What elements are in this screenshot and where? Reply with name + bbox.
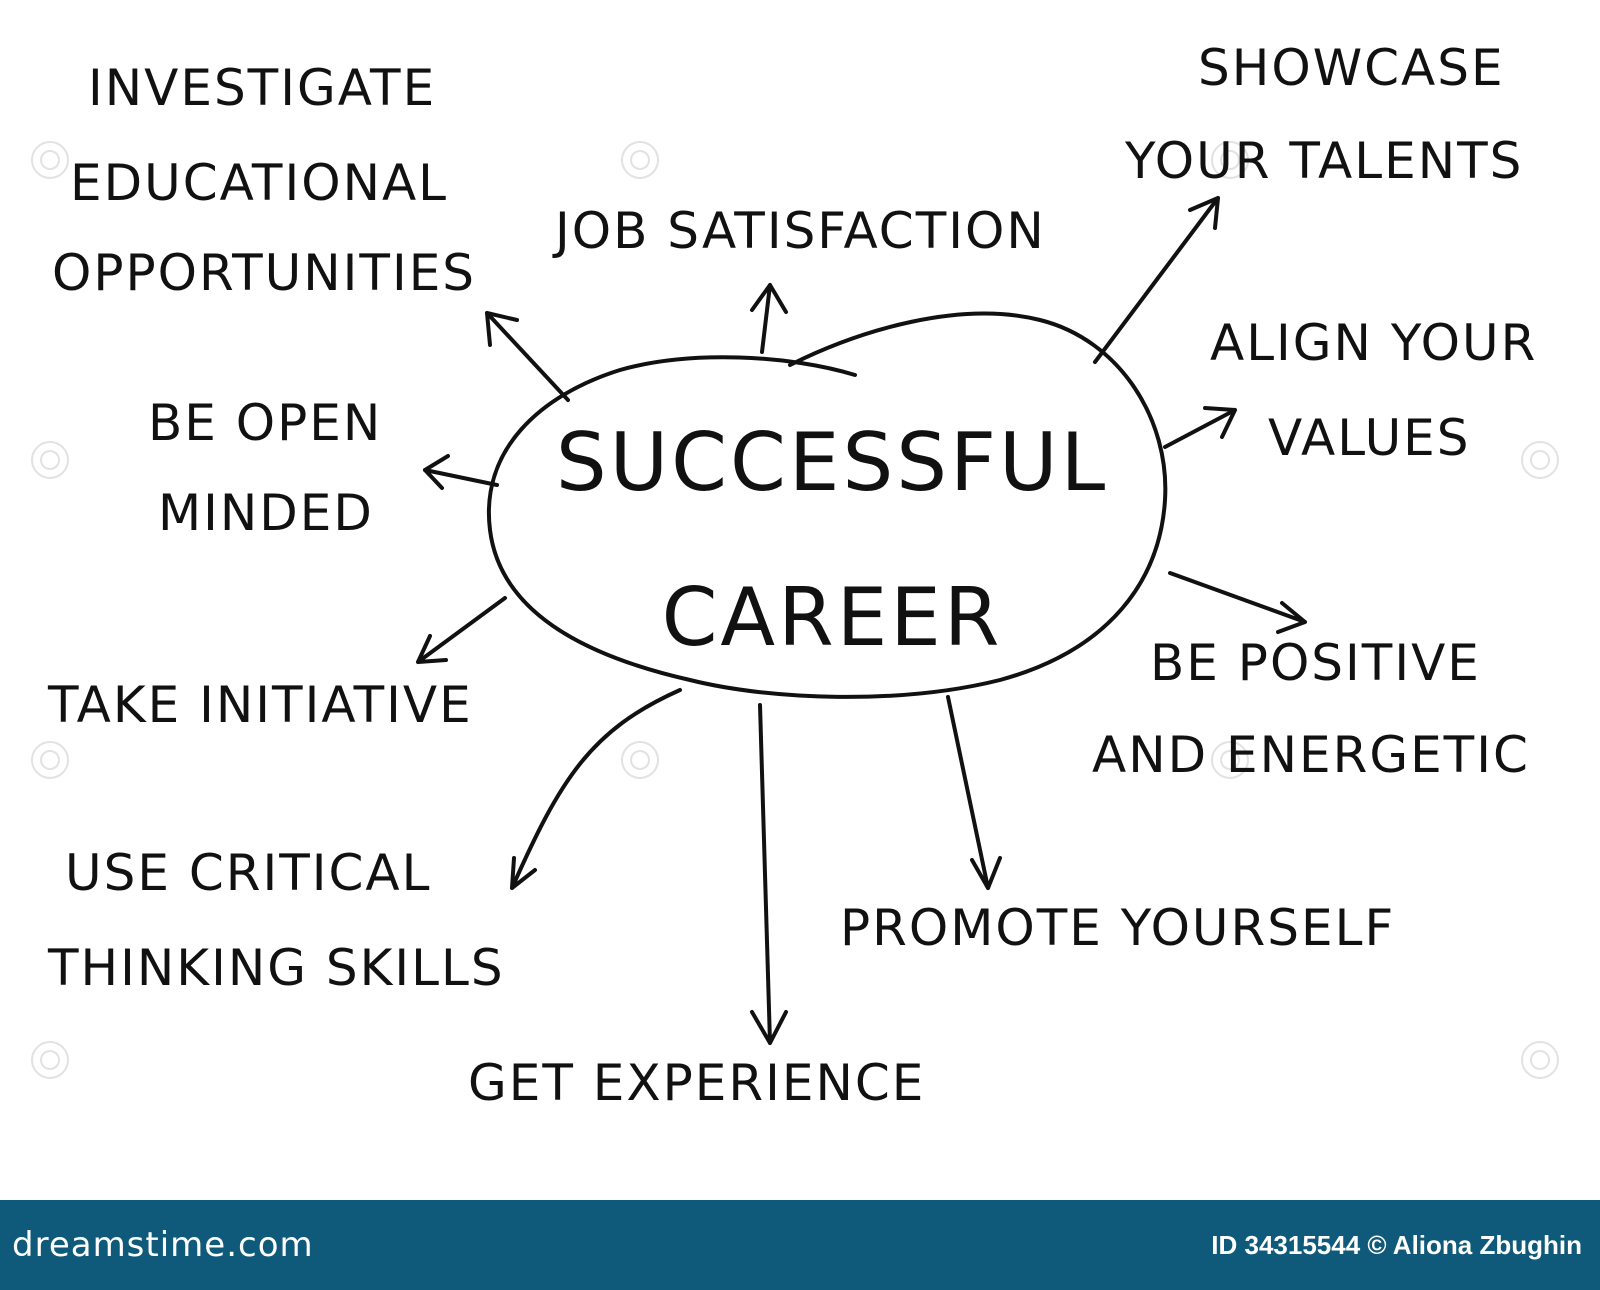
node-align: ALIGN YOUR VALUES xyxy=(1210,314,1555,467)
mind-map: SUCCESSFUL CAREER xyxy=(31,39,1559,1112)
footer-bar: dreamstime.com ID 34315544 © Aliona Zbug… xyxy=(0,1200,1600,1290)
center-label: SUCCESSFUL xyxy=(556,416,1108,509)
center-label-2: CAREER xyxy=(662,571,1003,664)
footer-logo: dreamstime.com xyxy=(12,1225,314,1265)
node-initiative: TAKE INITIATIVE xyxy=(47,676,473,734)
center-line-1: SUCCESSFUL xyxy=(556,416,1108,509)
watermark-swirls xyxy=(31,141,1559,1079)
arrow-open-minded xyxy=(423,454,499,490)
node-experience: GET EXPERIENCE xyxy=(468,1054,925,1112)
arrow-promote xyxy=(946,695,1002,890)
footer-credit: ID 34315544 © Aliona Zbughin xyxy=(1211,1229,1582,1260)
arrow-initiative xyxy=(416,596,507,664)
arrow-positive xyxy=(1168,571,1307,634)
arrow-experience xyxy=(750,703,788,1045)
center-blob xyxy=(486,311,1168,699)
arrows xyxy=(416,196,1307,1045)
node-positive: BE POSITIVE AND ENERGETIC xyxy=(1092,634,1530,784)
node-promote: PROMOTE YOURSELF xyxy=(840,899,1395,957)
arrow-align xyxy=(1163,406,1237,449)
node-job-satisfaction: JOB SATISFACTION xyxy=(552,202,1046,260)
arrow-investigate xyxy=(485,311,570,402)
node-open-minded: BE OPEN MINDED xyxy=(148,394,400,542)
arrow-critical xyxy=(510,688,682,890)
node-investigate: INVESTIGATE EDUCATIONAL OPPORTUNITIES xyxy=(52,59,476,302)
node-showcase: SHOWCASE YOUR TALENTS xyxy=(1124,39,1523,190)
arrow-showcase xyxy=(1093,196,1220,364)
center-line-2: CAREER xyxy=(662,571,1003,664)
node-critical: USE CRITICAL THINKING SKILLS xyxy=(47,844,505,997)
arrow-job-satisfaction xyxy=(750,283,788,354)
